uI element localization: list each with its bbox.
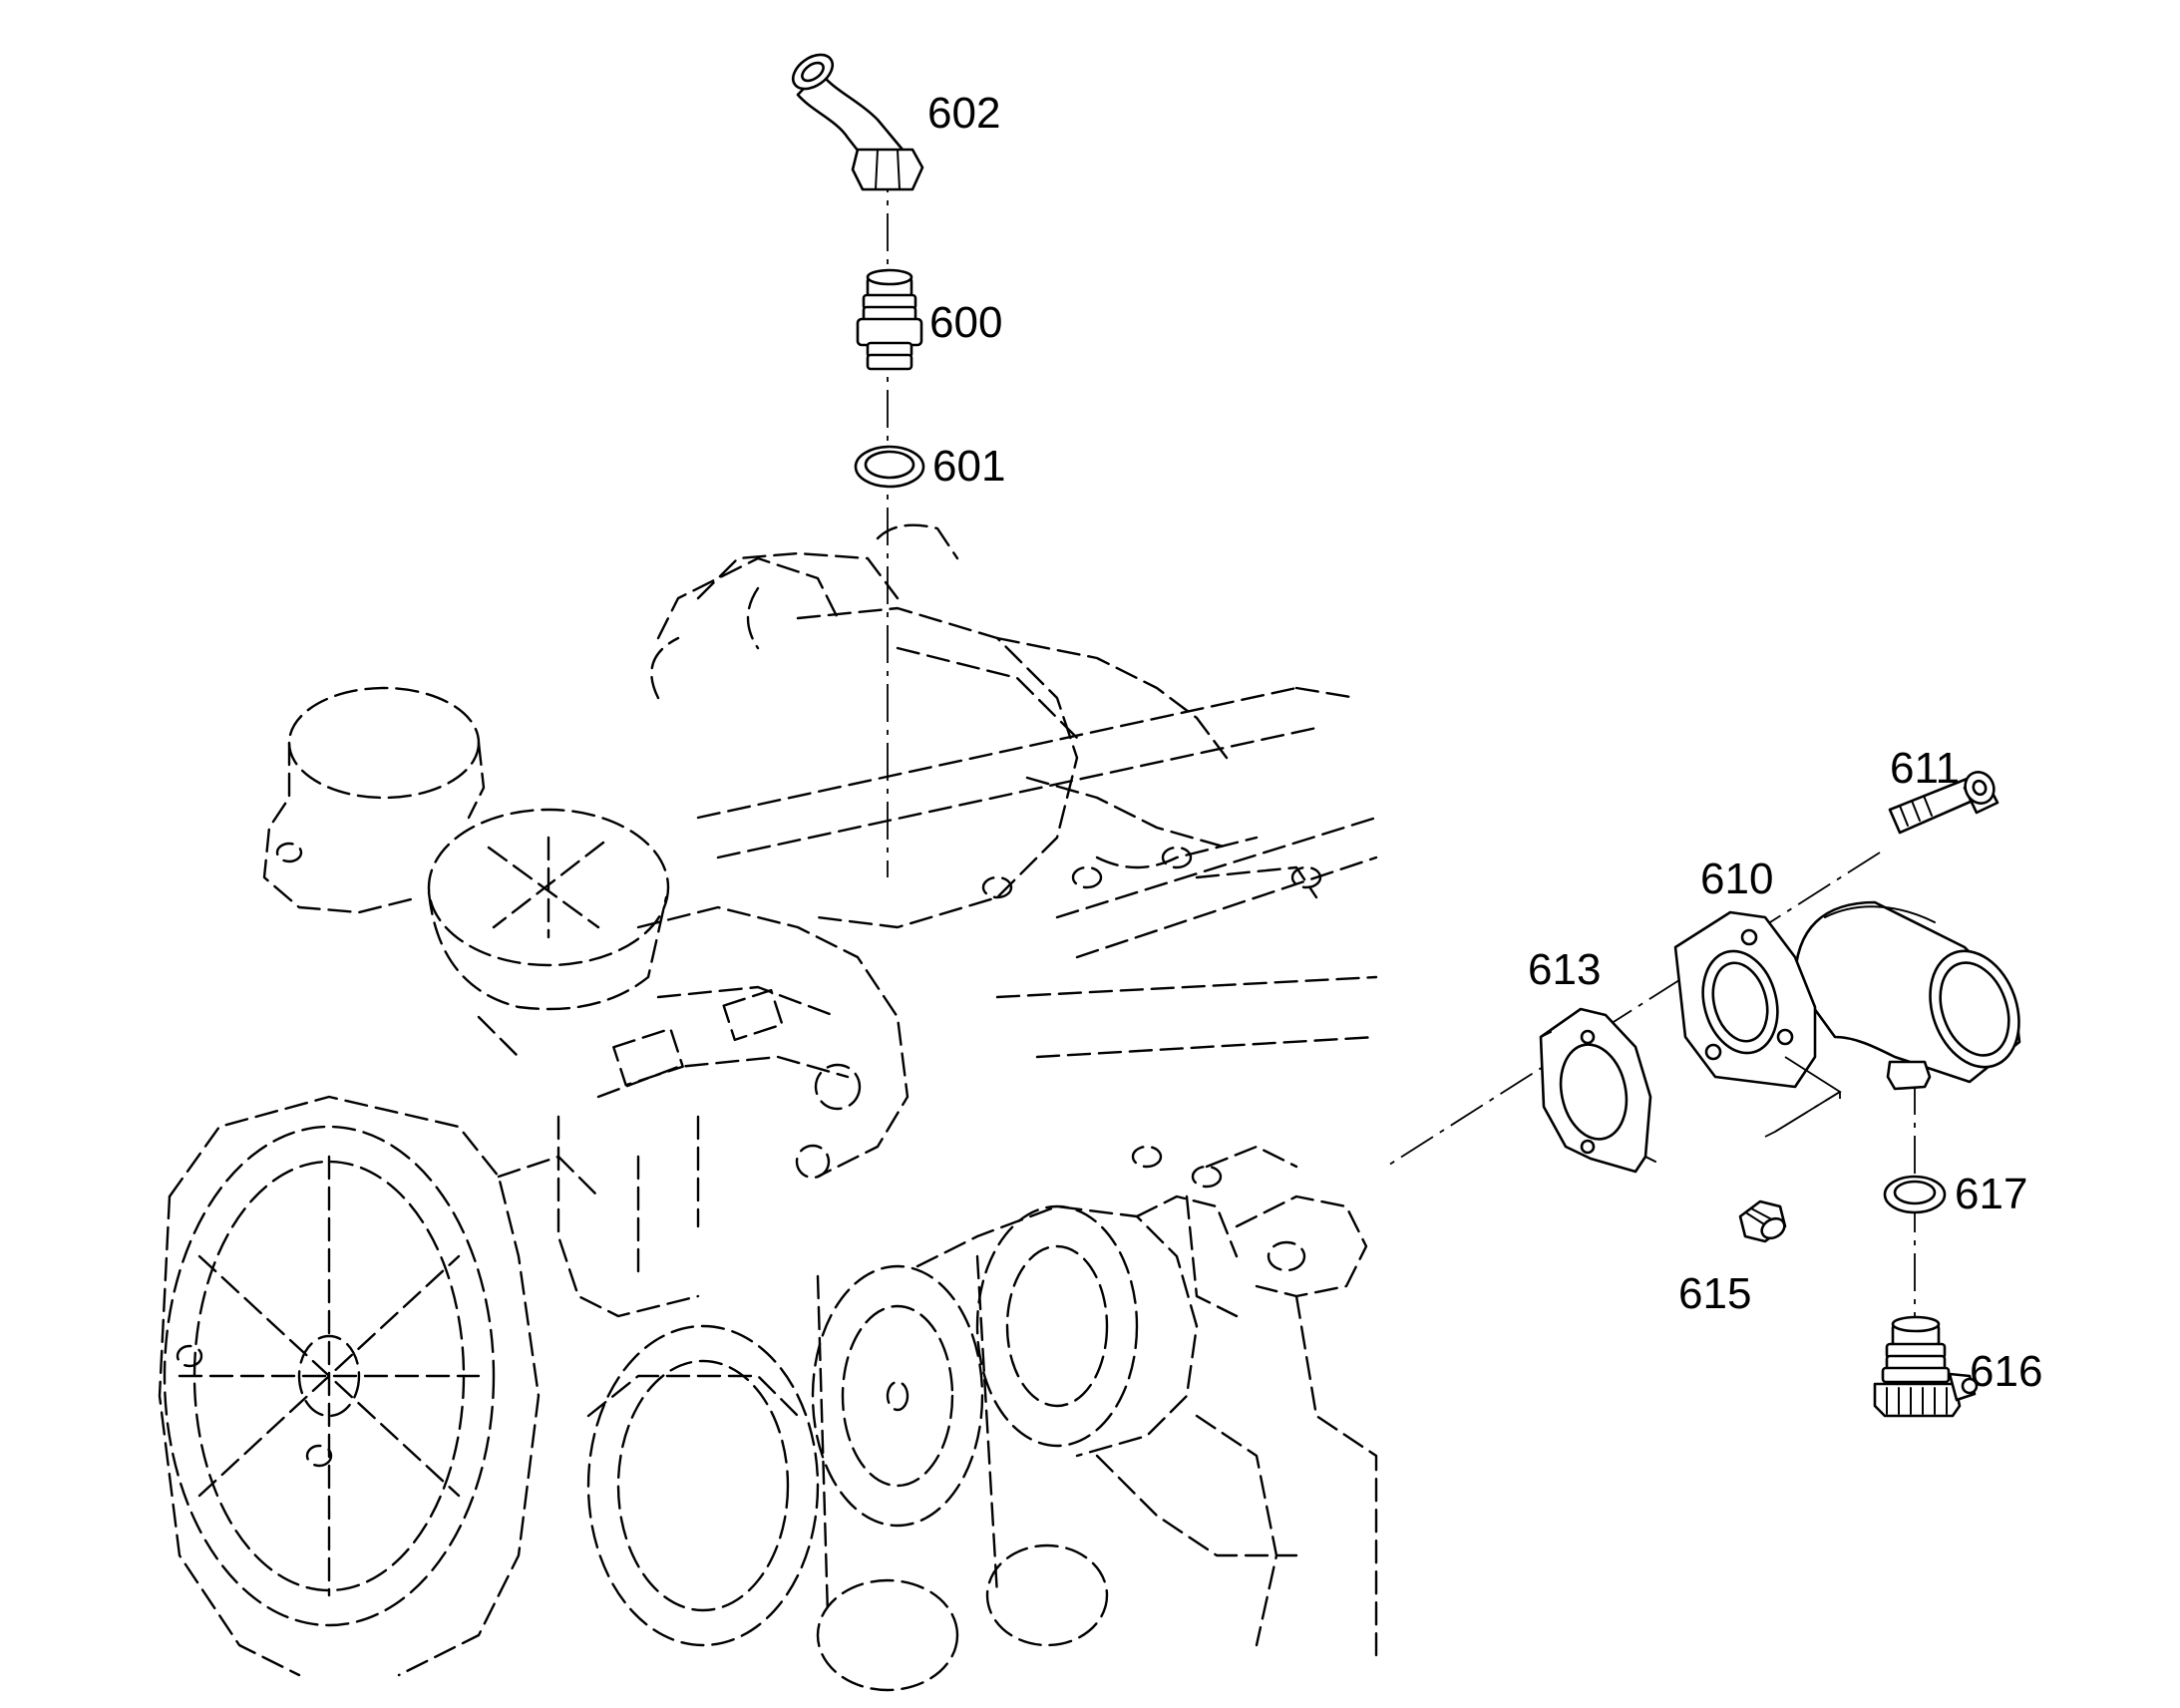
callout-610: 610 <box>1700 854 1773 903</box>
part-601-sealing-ring <box>854 445 925 489</box>
part-617-sealing-ring <box>1883 1175 1947 1214</box>
callout-615: 615 <box>1678 1269 1751 1318</box>
part-616-hose-fitting <box>1873 1315 1979 1418</box>
callout-616: 616 <box>1970 1347 2042 1396</box>
part-600-union-adapter <box>856 268 923 371</box>
callout-600: 600 <box>929 298 1002 347</box>
part-615-plug <box>1738 1199 1787 1243</box>
assembly-center-lines <box>887 155 1916 1336</box>
part-602-elbow-pipe <box>791 53 924 191</box>
callout-601: 601 <box>932 442 1005 491</box>
part-611-bolt <box>1888 771 1999 835</box>
part-610-water-outlet-elbow <box>1673 900 2021 1138</box>
part-613-gasket <box>1539 1007 1656 1174</box>
callout-611: 611 <box>1890 744 1960 793</box>
callout-602: 602 <box>927 89 1000 138</box>
callout-labels: 602 600 601 611 610 613 617 615 616 <box>927 89 2042 1396</box>
engine-phantom-outline <box>158 523 1378 1692</box>
callout-613: 613 <box>1528 945 1601 994</box>
callout-617: 617 <box>1955 1170 2027 1218</box>
